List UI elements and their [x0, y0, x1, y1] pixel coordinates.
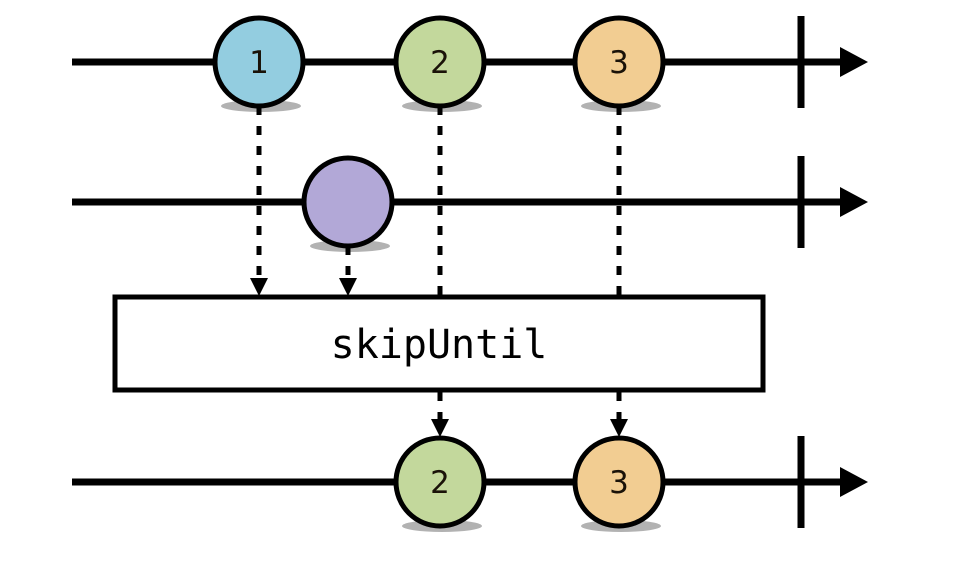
timeline-arrow-head	[840, 47, 868, 77]
operator-box[interactable]: skipUntil	[112, 294, 766, 393]
input-connectors	[250, 106, 622, 299]
operator-box-label: skipUntil	[331, 322, 548, 368]
output-connectors	[431, 392, 628, 437]
marble-source-3-label: 3	[609, 45, 629, 81]
timeline-result-observable: 2 3	[72, 435, 868, 532]
timeline-arrow-head	[840, 187, 868, 217]
timeline-arrow-head	[840, 467, 868, 497]
marble-source-1-label: 1	[249, 45, 269, 81]
connector-arrow-head	[431, 419, 449, 437]
marble-result-2-label: 2	[430, 465, 450, 501]
timeline-notifier-observable	[72, 155, 868, 252]
marble-notifier-1[interactable]	[301, 155, 395, 249]
marble-result-2[interactable]	[393, 435, 487, 529]
connector-arrow-head	[339, 278, 357, 296]
marble-source-2-label: 2	[430, 45, 450, 81]
connector-arrow-head	[250, 278, 268, 296]
operator-box-rect[interactable]	[112, 294, 766, 393]
marble-result-3[interactable]	[572, 435, 666, 529]
marble-result-3-label: 3	[609, 465, 629, 501]
timeline-source-observable: 1 2 3	[72, 15, 868, 112]
connector-arrow-head	[610, 419, 628, 437]
